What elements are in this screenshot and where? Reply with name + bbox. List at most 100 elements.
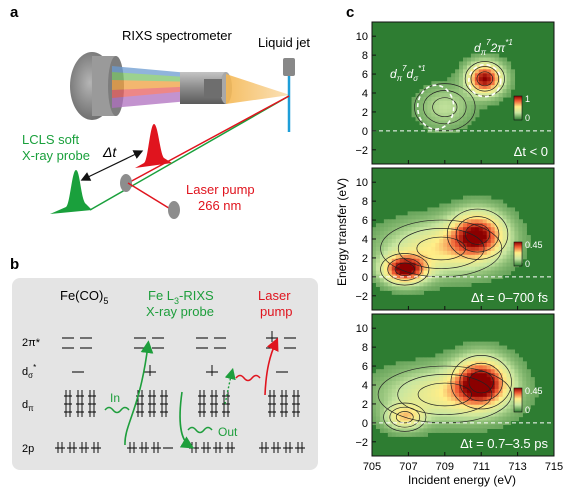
heatmap-cell xyxy=(474,81,480,86)
heatmap-cell xyxy=(526,388,531,394)
heatmap-cell xyxy=(399,412,405,418)
heatmap-cell xyxy=(506,231,512,236)
heatmap-cell xyxy=(494,73,500,78)
heatmap-cell xyxy=(431,404,436,410)
panel-b: Fe(CO)5 Fe L3-RIXS X-ray probe Laser pum… xyxy=(12,278,318,470)
heatmap-cell xyxy=(395,404,401,410)
spectrometer-label: RIXS spectrometer xyxy=(122,28,232,43)
heatmap-cell xyxy=(379,266,385,272)
heatmap-cell xyxy=(411,235,417,240)
heatmap-cell xyxy=(478,207,484,212)
heatmap-cell xyxy=(415,404,421,410)
heatmap-cell xyxy=(447,353,452,358)
heatmap-cell xyxy=(498,239,504,244)
x-tick-label: 707 xyxy=(399,461,417,473)
heatmap-cell xyxy=(502,357,508,362)
heatmap-cell xyxy=(482,392,488,398)
heatmap-cell xyxy=(435,396,440,402)
heatmap-cell xyxy=(383,239,389,244)
y-axis-label: Energy transfer (eV) xyxy=(335,178,349,286)
heatmap-cell xyxy=(498,388,504,394)
colorbar xyxy=(513,387,523,413)
heatmap-cell xyxy=(435,116,440,122)
heatmap-cell xyxy=(506,392,512,398)
heatmap-cell xyxy=(387,258,393,264)
probe-beam xyxy=(89,95,290,211)
heatmap-cell xyxy=(459,385,464,390)
heatmap-cell xyxy=(466,412,472,418)
heatmap-cell xyxy=(427,231,432,236)
pump-beam xyxy=(127,95,290,184)
heatmap-cell xyxy=(431,282,436,287)
heatmap-cell xyxy=(447,85,452,90)
heatmap-cell xyxy=(463,242,468,248)
level-2pi: 2π* xyxy=(22,337,41,349)
heatmap-cell xyxy=(482,211,488,216)
heatmap-cell xyxy=(407,404,413,410)
heatmap-cell xyxy=(427,428,432,433)
heatmap-cell xyxy=(455,408,460,414)
heatmap-cell xyxy=(419,373,425,378)
heatmap-cell xyxy=(423,286,428,291)
heatmap-cell xyxy=(463,345,468,351)
heatmap-cell xyxy=(411,246,417,252)
delay-window-label: Δt = 0.7–3.5 ps xyxy=(460,436,548,451)
heatmap-cell xyxy=(403,424,409,429)
heatmap-cell xyxy=(478,357,484,362)
heatmap-cell xyxy=(482,396,488,402)
heatmap-cell xyxy=(486,369,492,374)
heatmap-cell xyxy=(451,116,456,122)
heatmap-cell xyxy=(510,219,516,224)
heatmap-cell xyxy=(459,199,464,205)
heatmap-cell xyxy=(399,231,405,236)
heatmap-cell xyxy=(455,112,460,118)
heatmap-cell xyxy=(490,61,496,66)
heatmap-cell xyxy=(447,361,452,366)
heatmap-cell xyxy=(431,392,436,398)
heatmap-cell xyxy=(431,408,436,414)
heatmap-cell xyxy=(494,396,500,402)
heatmap-cell xyxy=(474,365,480,370)
heatmap-cell xyxy=(510,77,516,82)
heatmap-cell xyxy=(423,424,428,429)
heatmap-cell xyxy=(522,369,527,374)
y-tick-label: 2 xyxy=(362,399,368,411)
heatmap-cell xyxy=(435,412,440,418)
heatmap-cell xyxy=(470,215,476,220)
heatmap-cell xyxy=(514,357,519,362)
heatmap-cell xyxy=(379,242,385,248)
heatmap-cell xyxy=(419,100,425,106)
heatmap-cell xyxy=(443,100,448,106)
heatmap-cell xyxy=(470,400,476,406)
heatmap-cell xyxy=(490,223,496,228)
heatmap-cell xyxy=(403,416,409,422)
heatmap-cell xyxy=(423,369,428,374)
heatmap-cell xyxy=(395,219,401,224)
heatmap-cell xyxy=(474,69,480,74)
heatmap-cell xyxy=(502,89,508,94)
heatmap-cell xyxy=(474,392,480,398)
heatmap-cell xyxy=(435,400,440,406)
jet-nozzle xyxy=(283,58,295,76)
heatmap-cell xyxy=(486,231,492,236)
heatmap-cell xyxy=(439,211,444,216)
heatmap-cell xyxy=(459,274,464,280)
heatmap-cell xyxy=(407,254,413,260)
heatmap-cell xyxy=(435,278,440,283)
heatmap-cell xyxy=(498,61,504,66)
heatmap-cell xyxy=(490,85,496,90)
heatmap-cell xyxy=(478,416,484,422)
contour-line xyxy=(383,402,427,432)
heatmap-cell xyxy=(522,242,527,248)
heatmap-cell xyxy=(447,223,452,228)
heatmap-cell xyxy=(383,242,389,248)
heatmap-cell xyxy=(506,408,512,414)
heatmap-cell xyxy=(399,262,405,268)
heatmap-cell xyxy=(486,239,492,244)
heatmap-cell xyxy=(427,207,432,212)
heatmap-cell xyxy=(419,223,425,228)
heatmap-cell xyxy=(455,89,460,94)
heatmap-cell xyxy=(443,388,448,394)
y-tick-label: 4 xyxy=(362,234,368,246)
heatmap-cell xyxy=(474,57,480,63)
